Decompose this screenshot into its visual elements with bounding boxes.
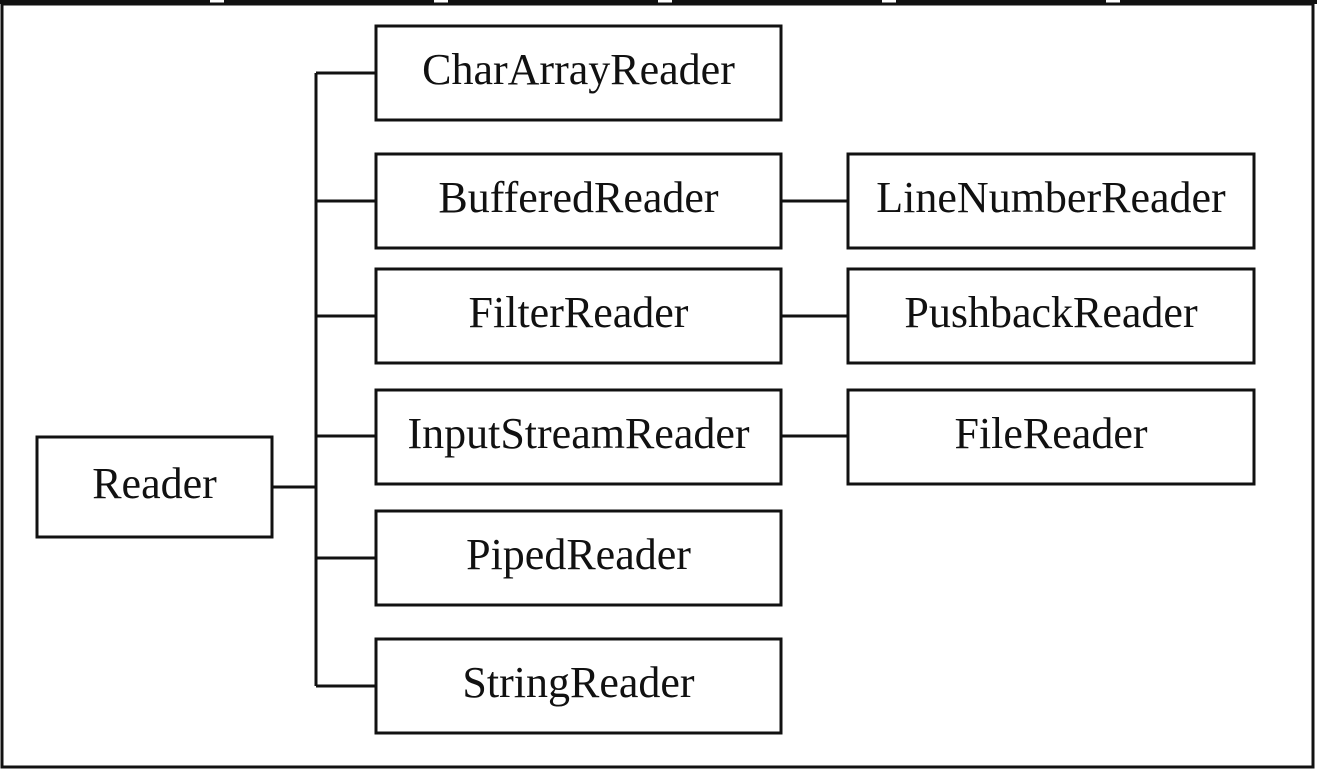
node-stringreader: StringReader — [374, 637, 783, 735]
node-pushbackreader: PushbackReader — [846, 267, 1256, 365]
node-label: InputStreamReader — [407, 409, 749, 458]
node-label: Reader — [92, 459, 217, 508]
node-pipedreader: PipedReader — [374, 509, 783, 607]
node-label: BufferedReader — [438, 173, 719, 222]
connectors — [272, 71, 848, 688]
node-bufferedreader: BufferedReader — [374, 152, 783, 250]
node-filterreader: FilterReader — [374, 267, 783, 365]
node-label: FileReader — [954, 409, 1147, 458]
node-label: LineNumberReader — [876, 173, 1226, 222]
node-label: PushbackReader — [904, 288, 1198, 337]
node-label: PipedReader — [466, 530, 691, 579]
node-filereader: FileReader — [846, 388, 1256, 486]
node-label: FilterReader — [469, 288, 689, 337]
node-linenumberreader: LineNumberReader — [846, 152, 1256, 250]
node-inputstreamreader: InputStreamReader — [374, 388, 783, 486]
node-label: StringReader — [462, 658, 695, 707]
node-reader: Reader — [35, 435, 274, 539]
node-label: CharArrayReader — [422, 45, 735, 94]
node-chararrayreader: CharArrayReader — [374, 24, 783, 122]
